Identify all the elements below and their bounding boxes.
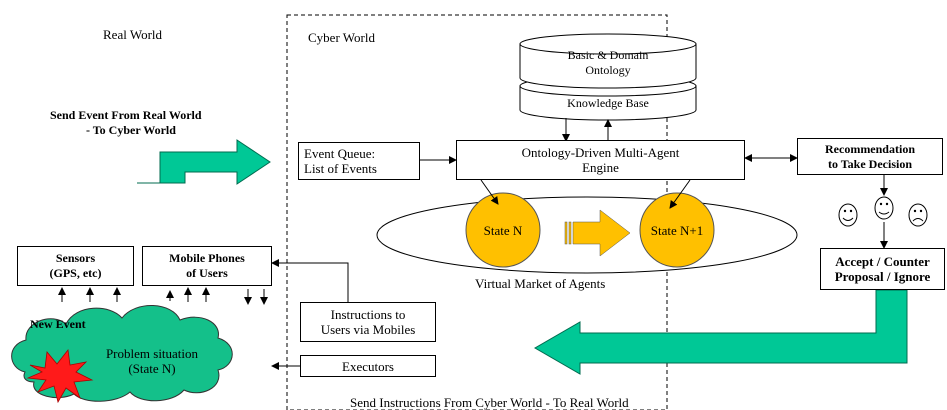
sensors-line2: (GPS, etc) [49,266,102,280]
problem-situation-label: Problem situation (State N) [92,346,212,376]
accept-counter-box: Accept / Counter Proposal / Ignore [820,248,945,290]
state-n1-label: State N+1 [650,223,704,238]
problem-line1: Problem situation [105,346,199,361]
state-n1-circle [639,192,715,268]
new-event-label: New Event [30,317,86,331]
sensors-box: Sensors (GPS, etc) [17,246,134,286]
send-instructions-label: Send Instructions From Cyber World - To … [350,395,629,410]
send-instructions-green-arrow [534,289,908,375]
accept-line1: Accept / Counter [835,254,930,269]
mobiles-line2: of Users [186,266,228,280]
recommendation-line1: Recommendation [825,141,915,156]
knowledge-base-cylinder [519,33,697,121]
smiley-face-icon [838,203,858,227]
send-event-label-line1: Send Event From Real World [50,108,202,122]
accept-line2: Proposal / Ignore [834,269,931,284]
state-n-label: State N [483,223,523,238]
executors-box: Executors [300,355,436,377]
cyber-world-label: Cyber World [308,30,375,45]
neutral-face-icon [874,196,894,220]
ontology-label: Basic & Domain Ontology [528,48,688,78]
recommendation-line2: to Take Decision [827,156,912,171]
problem-line2: (State N) [128,361,176,376]
event-queue-line1: Event Queue: [304,146,376,161]
engine-line1: Ontology-Driven Multi-Agent [521,145,680,160]
mobiles-line1: Mobile Phones [169,251,245,265]
problem-burst-icon [26,349,94,404]
virtual-market-label: Virtual Market of Agents [475,276,606,291]
state-transition-arrow [564,209,631,257]
send-event-green-arrow [137,139,271,185]
engine-line2: Engine [582,160,619,175]
frown-face-icon [908,203,928,227]
knowledge-base-label: Knowledge Base [567,96,649,110]
ontology-label-line1: Basic & Domain [567,48,649,62]
mobile-phones-box: Mobile Phones of Users [142,246,272,286]
event-queue-box: Event Queue: List of Events [298,142,420,180]
engine-box: Ontology-Driven Multi-Agent Engine [456,140,745,180]
instructions-line1: Instructions to [330,307,406,322]
connector-arrows [58,118,888,370]
sensors-line1: Sensors [55,251,96,265]
real-world-label: Real World [103,27,163,42]
state-n-circle [465,192,541,268]
send-event-label-line2: - To Cyber World [86,123,176,137]
instructions-box: Instructions to Users via Mobiles [300,302,436,342]
instructions-line2: Users via Mobiles [320,322,416,337]
ontology-label-line2: Ontology [585,63,631,77]
recommendation-box: Recommendation to Take Decision [797,138,943,175]
event-queue-line2: List of Events [304,161,377,176]
